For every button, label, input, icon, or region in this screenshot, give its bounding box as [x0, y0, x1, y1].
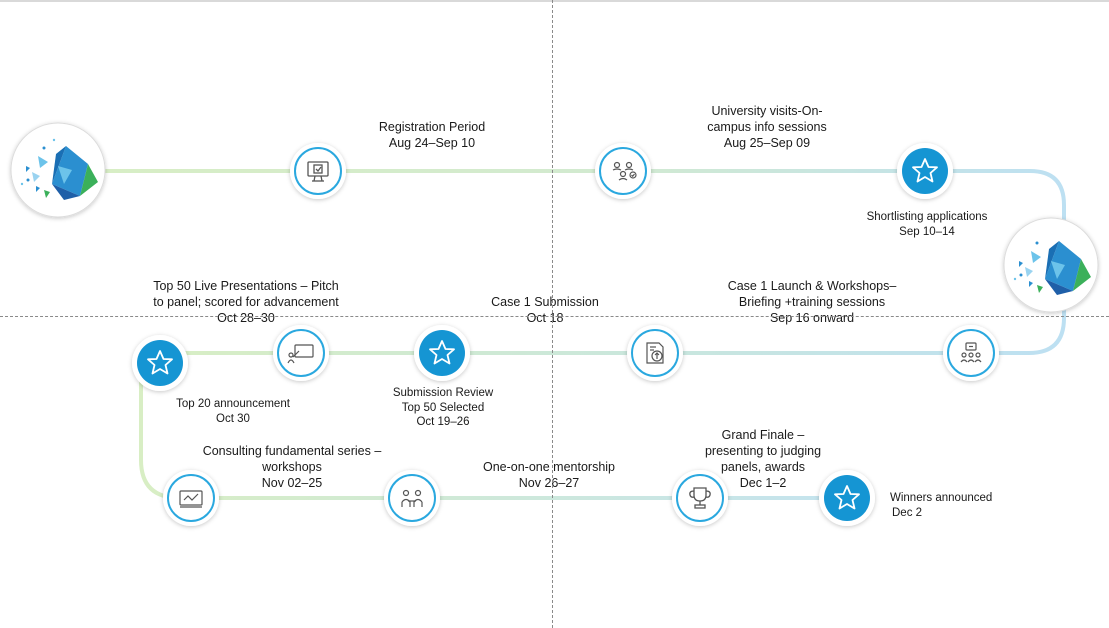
horizontal-guide-line — [0, 316, 1109, 317]
label-mentorship-line1: One-on-one mentorship — [482, 460, 616, 474]
milestone-registration — [290, 143, 346, 199]
milestone-mentorship — [384, 470, 440, 526]
label-top20-line1: Top 20 announcement — [176, 398, 290, 410]
label-winners-line1: Winners announced — [890, 492, 993, 504]
label-case1-launch: Case 1 Launch & Workshops– Briefing +tra… — [692, 278, 932, 326]
label-top20-line2: Oct 30 — [216, 412, 250, 425]
label-shortlisting: Shortlisting applications Sep 10–14 — [837, 210, 1017, 239]
label-winners: Winners announced Dec 2 — [890, 491, 1020, 520]
label-university-visits: University visits-On- campus info sessio… — [667, 103, 867, 151]
vertical-guide-line — [552, 0, 553, 628]
one-on-one-meeting-icon — [401, 489, 423, 507]
label-submission-review: Submission Review Top 50 Selected Oct 19… — [368, 386, 518, 430]
label-registration: Registration Period Aug 24–Sep 10 — [332, 119, 532, 151]
people-network-icon — [612, 161, 637, 181]
label-submission-review-line3: Oct 19–26 — [416, 416, 470, 428]
label-top50-live-line2: to panel; scored for advancement — [153, 295, 339, 309]
label-case1-launch-line2: Briefing +training sessions — [738, 295, 886, 309]
timeline-path-turn — [160, 300, 1066, 355]
milestone-top50-live — [273, 325, 329, 381]
milestone-university-visits — [595, 143, 651, 199]
milestone-consulting — [163, 470, 219, 526]
milestone-case1-submission — [627, 325, 683, 381]
monitor-checklist-icon — [307, 161, 329, 182]
label-grand-finale: Grand Finale – presenting to judging pan… — [683, 427, 843, 491]
label-top50-live-line1: Top 50 Live Presentations – Pitch — [153, 279, 339, 293]
star-icon — [912, 158, 938, 183]
label-grand-finale-line2: presenting to judging — [704, 444, 822, 458]
board-presentation-icon — [287, 344, 314, 364]
label-submission-review-line1: Submission Review — [392, 387, 494, 399]
label-shortlisting-line2: Sep 10–14 — [899, 225, 955, 238]
label-case1-submission-line2: Oct 18 — [526, 311, 564, 325]
label-case1-submission: Case 1 Submission Oct 18 — [465, 294, 625, 326]
label-winners-line2: Dec 2 — [892, 506, 923, 519]
milestone-grand-finale — [672, 470, 728, 526]
label-consulting-line3: Nov 02–25 — [261, 476, 323, 490]
label-grand-finale-line1: Grand Finale – — [721, 428, 805, 442]
milestone-case1-launch — [943, 325, 999, 381]
label-case1-launch-line3: Sep 16 onward — [769, 311, 855, 325]
label-grand-finale-line3: panels, awards — [720, 460, 806, 474]
timeline-path-row1 — [60, 169, 1066, 230]
trophy-icon — [689, 487, 711, 509]
label-submission-review-line2: Top 50 Selected — [401, 401, 485, 414]
label-university-line1: University visits-On- — [711, 104, 823, 118]
label-case1-launch-line1: Case 1 Launch & Workshops– — [727, 279, 897, 293]
label-consulting-line2: workshops — [262, 460, 322, 474]
label-mentorship: One-on-one mentorship Nov 26–27 — [459, 459, 639, 491]
label-university-line2: campus info sessions — [707, 120, 827, 134]
label-grand-finale-line4: Dec 1–2 — [739, 476, 787, 490]
top-rule — [0, 0, 1109, 2]
milestone-top20 — [132, 335, 188, 391]
milestone-winners — [819, 470, 875, 526]
document-upload-icon — [646, 342, 664, 364]
label-case1-submission-line1: Case 1 Submission — [491, 295, 599, 309]
label-top50-live-line3: Oct 28–30 — [217, 311, 275, 325]
label-university-line3: Aug 25–Sep 09 — [723, 136, 811, 150]
label-consulting: Consulting fundamental series – workshop… — [172, 443, 412, 491]
label-mentorship-line2: Nov 26–27 — [518, 476, 580, 490]
label-registration-line1: Registration Period — [378, 120, 486, 134]
label-top20: Top 20 announcement Oct 30 — [153, 397, 313, 426]
milestone-submission-review — [414, 325, 470, 381]
chart-board-icon — [179, 490, 203, 508]
turn-logo — [1003, 217, 1099, 313]
presenter-audience-icon — [960, 342, 982, 363]
label-top50-live: Top 50 Live Presentations – Pitch to pan… — [116, 278, 376, 326]
label-registration-line2: Aug 24–Sep 10 — [388, 136, 476, 150]
label-shortlisting-line1: Shortlisting applications — [866, 211, 988, 223]
milestone-shortlisting — [897, 143, 953, 199]
abstract-geometric-logo-icon — [20, 138, 98, 200]
label-consulting-line1: Consulting fundamental series – — [202, 444, 382, 458]
start-logo — [10, 122, 106, 218]
